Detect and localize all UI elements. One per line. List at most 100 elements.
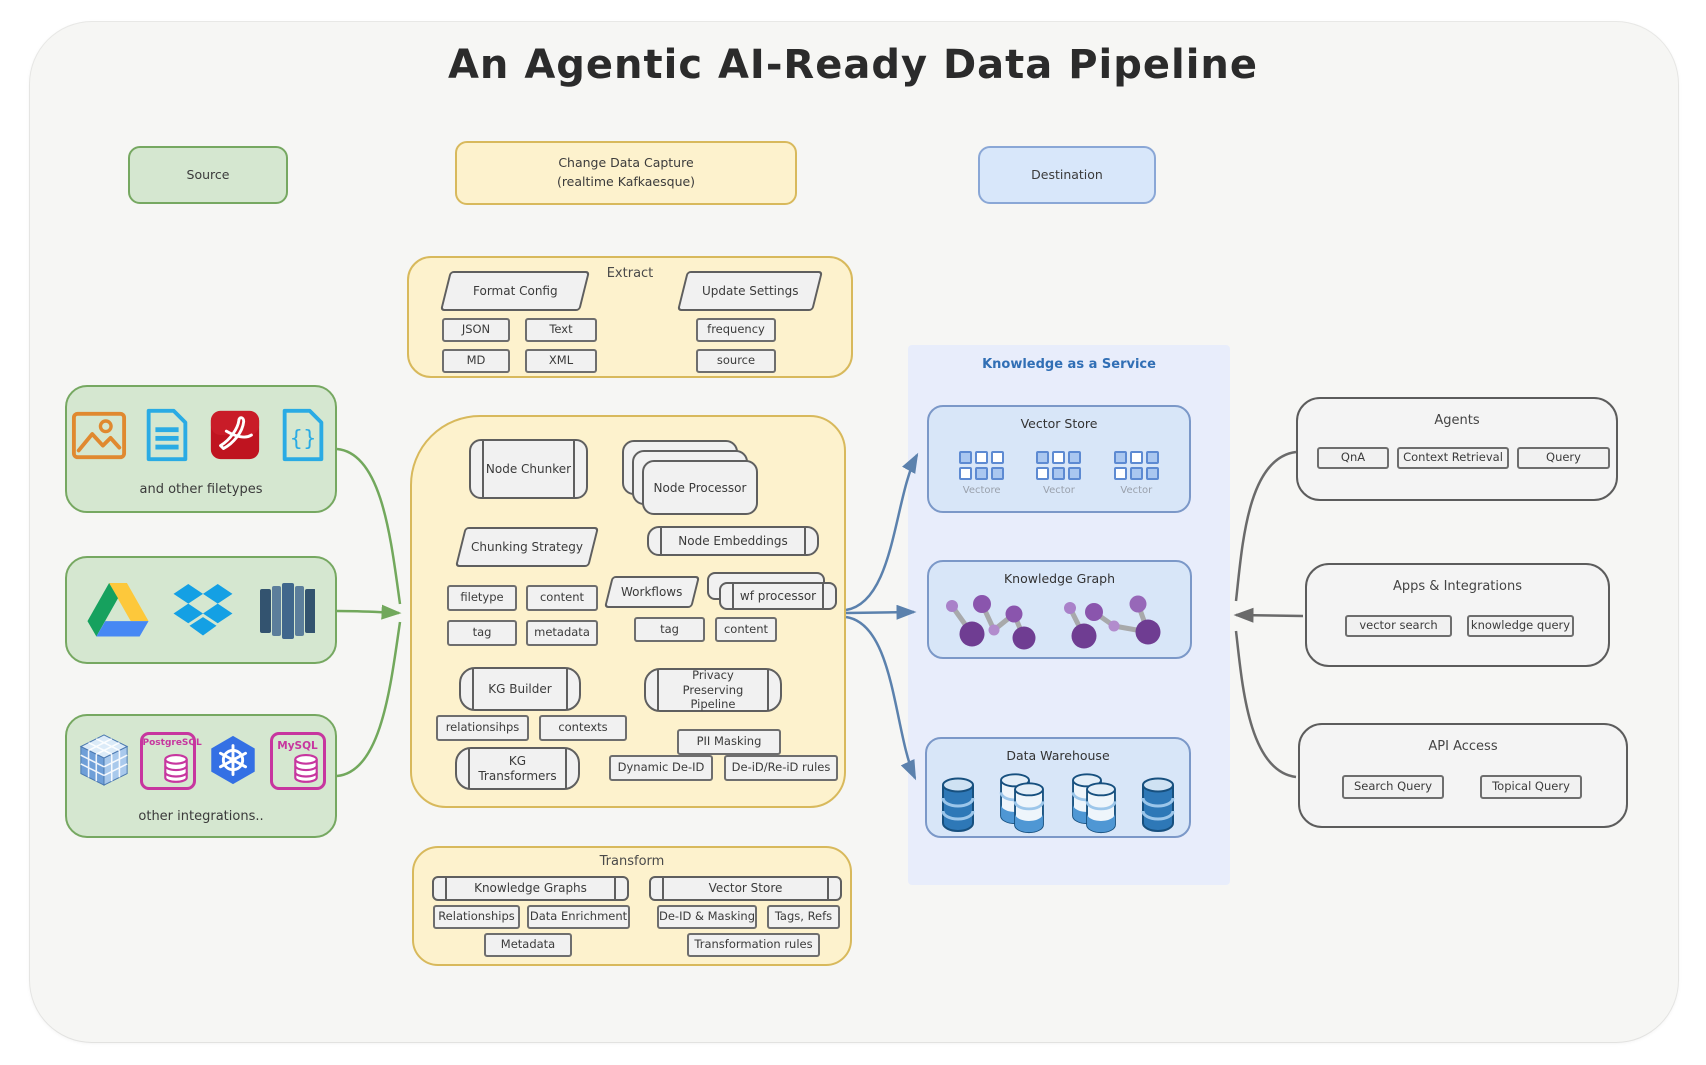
vector-grid-icon: Vector	[1113, 451, 1159, 496]
format-text-chip: Text	[525, 318, 597, 342]
filetype-icons-row: {}	[67, 407, 335, 463]
wf-tag-chip: tag	[634, 617, 705, 642]
mysql-label: MySQL	[277, 740, 318, 752]
header-change-data-capture: Change Data Capture (realtime Kafkaesque…	[455, 141, 797, 205]
transform-relationships-chip: Relationships	[433, 905, 520, 929]
dropbox-icon	[173, 584, 233, 636]
integration-icons-row: PostgreSQL MySQL	[67, 732, 335, 790]
mysql-db-cylinder	[293, 754, 318, 783]
mysql-icon: MySQL	[269, 732, 326, 790]
json-file-icon: {}	[282, 408, 324, 462]
database-icon	[941, 777, 975, 833]
vector-label-1: Vectore	[962, 485, 1001, 496]
integrations-caption: other integrations..	[138, 809, 264, 824]
api-search-query-chip: Search Query	[1342, 775, 1444, 799]
apps-knowledge-query-chip: knowledge query	[1467, 615, 1574, 637]
header-destination-label: Destination	[1031, 166, 1103, 182]
api-access-box: API Access Search Query Topical Query	[1298, 723, 1628, 828]
apps-vector-search-chip: vector search	[1345, 615, 1452, 637]
vector-label-3: Vector	[1120, 485, 1153, 496]
api-access-title: API Access	[1428, 739, 1498, 754]
vector-store-title: Vector Store	[1020, 416, 1098, 431]
update-settings-label: Update Settings	[701, 284, 799, 298]
format-config-label: Format Config	[472, 284, 558, 298]
vector-groups-row: Vectore Vector Vector	[943, 451, 1175, 496]
vector-grid-icon: Vector	[1036, 451, 1082, 496]
deid-reid-rules-chip: De-iD/Re-iD rules	[724, 755, 838, 781]
knowledge-graph-title: Knowledge Graph	[1003, 571, 1116, 586]
kg-relationships-chip: relationsihps	[436, 715, 529, 741]
postgresql-icon: PostgreSQL	[139, 732, 202, 790]
transform-tags-refs-chip: Tags, Refs	[767, 905, 840, 929]
format-config-shape: Format Config	[440, 271, 590, 311]
kaas-panel: Knowledge as a Service Vector Store Vect…	[908, 345, 1230, 885]
privacy-pipeline-label: Privacy Preserving Pipeline	[682, 668, 744, 712]
header-destination: Destination	[978, 146, 1156, 204]
wf-processor-shape: wf processor	[719, 582, 837, 610]
node-processor-shape: Node Processor	[642, 460, 758, 515]
transform-vector-store-shape: Vector Store	[649, 876, 842, 901]
transform-deid-masking-chip: De-ID & Masking	[657, 905, 757, 929]
source-integrations-box: PostgreSQL MySQL	[65, 714, 337, 838]
knowledge-graph-box: Knowledge Graph	[927, 560, 1192, 659]
kg-builder-label: KG Builder	[488, 681, 552, 696]
transform-panel: Transform Knowledge Graphs Vector Store …	[412, 846, 852, 966]
postgresql-db-cylinder	[163, 754, 188, 783]
extract-title: Extract	[606, 266, 654, 281]
transform-metadata-chip: Metadata	[484, 933, 572, 957]
aws-database-icon	[260, 583, 315, 639]
json-glyph: {}	[289, 427, 316, 452]
image-icon	[71, 411, 127, 460]
source-filetypes-box: {} and other filetypes	[65, 385, 337, 513]
workflows-label: Workflows	[621, 585, 683, 599]
format-xml-chip: XML	[525, 349, 597, 373]
workflows-shape: Workflows	[604, 576, 700, 608]
source-clouds-box	[65, 556, 337, 664]
apps-integrations-box: Apps & Integrations vector search knowle…	[1305, 563, 1610, 667]
cdc-line2: (realtime Kafkaesque)	[556, 174, 696, 189]
kubernetes-icon	[210, 735, 255, 785]
olap-cube-icon	[79, 734, 128, 786]
node-embeddings-label: Node Embeddings	[678, 533, 788, 548]
kg-contexts-chip: contexts	[539, 715, 627, 741]
node-embeddings-shape: Node Embeddings	[647, 526, 819, 556]
chunk-content-chip: content	[526, 585, 598, 611]
header-source-label: Source	[186, 166, 230, 182]
wf-processor-stack: wf processor	[707, 572, 837, 610]
database-stack-icon	[996, 771, 1048, 834]
transform-knowledge-graphs-label: Knowledge Graphs	[474, 881, 587, 895]
pdf-icon	[210, 410, 260, 460]
transform-knowledge-graphs-shape: Knowledge Graphs	[432, 876, 629, 901]
agents-qna-chip: QnA	[1317, 447, 1389, 469]
kaas-title: Knowledge as a Service	[982, 357, 1156, 372]
agents-query-chip: Query	[1517, 447, 1610, 469]
chunking-strategy-label: Chunking Strategy	[471, 540, 583, 554]
kg-transformers-label: KG Transformers	[478, 753, 557, 783]
transform-vector-store-label: Vector Store	[708, 881, 783, 895]
privacy-pipeline-shape: Privacy Preserving Pipeline	[644, 668, 782, 712]
cdc-line1: Change Data Capture	[558, 155, 694, 171]
update-settings-shape: Update Settings	[677, 271, 823, 311]
wf-content-chip: content	[715, 617, 777, 642]
vector-label-2: Vector	[1043, 485, 1075, 496]
transform-data-enrichment-chip: Data Enrichment	[527, 905, 630, 929]
node-chunker-shape: Node Chunker	[469, 439, 588, 499]
kg-builder-shape: KG Builder	[459, 667, 581, 711]
transform-transformation-rules-chip: Transformation rules	[687, 933, 820, 957]
database-icon	[1141, 777, 1175, 833]
warehouse-icons-row	[939, 771, 1177, 834]
apps-title: Apps & Integrations	[1393, 579, 1522, 594]
transform-title: Transform	[599, 854, 665, 869]
node-processor-label: Node Processor	[653, 480, 747, 495]
dynamic-deid-chip: Dynamic De-ID	[609, 755, 713, 781]
database-stack-icon	[1068, 771, 1120, 834]
setting-source-chip: source	[696, 349, 776, 373]
graph-nodes-icon	[946, 595, 1161, 650]
vector-store-box: Vector Store Vectore Vector	[927, 405, 1191, 513]
page-title: An Agentic AI-Ready Data Pipeline	[447, 42, 1259, 88]
vector-grid-icon: Vectore	[959, 451, 1005, 496]
postgresql-label: PostgreSQL	[142, 738, 202, 748]
setting-frequency-chip: frequency	[696, 318, 776, 342]
document-icon	[146, 408, 188, 462]
